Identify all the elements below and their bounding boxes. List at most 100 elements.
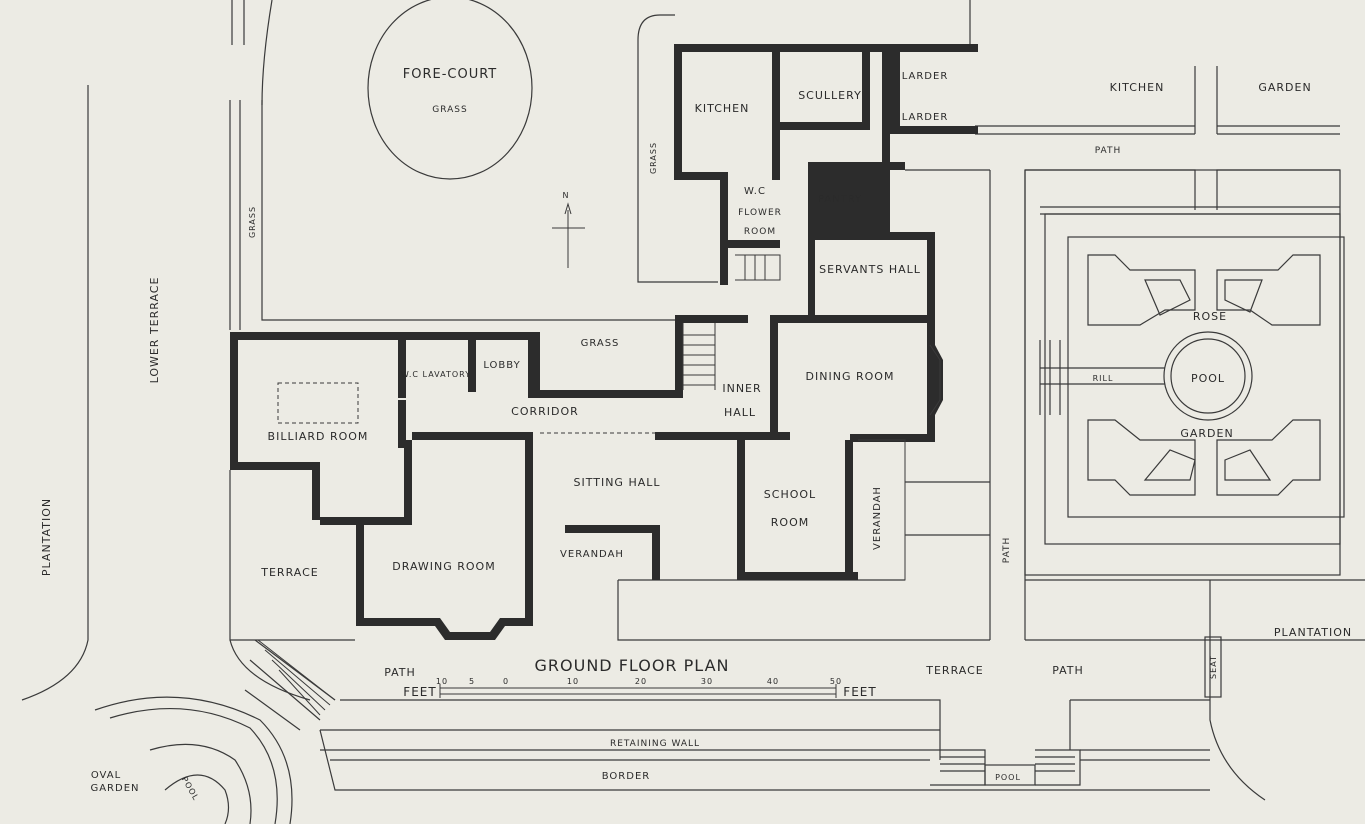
rose-bed-mid-e — [1224, 279, 1263, 313]
south-lawn — [617, 169, 990, 641]
house-walls — [230, 44, 978, 640]
rose-garden-outer — [1024, 169, 1341, 576]
terrace-path-label-1: TERRACE — [925, 664, 983, 677]
terrace-steps — [257, 639, 336, 716]
border-label: BORDER — [602, 771, 650, 782]
path-east-label: PATH — [1002, 537, 1012, 564]
kitchen-stair — [735, 254, 781, 281]
terrace-path-label-2: PATH — [1052, 664, 1084, 677]
school-walls — [737, 440, 858, 580]
dining-window-bay — [929, 344, 941, 416]
path-east — [989, 170, 1365, 641]
oval-garden-label-2: GARDEN — [90, 783, 139, 794]
lower-terrace-label: LOWER TERRACE — [148, 277, 161, 384]
west-walk — [229, 100, 690, 330]
rose-bed-se — [1216, 419, 1321, 496]
school-room-label: ROOM — [771, 516, 809, 529]
scullery-label: SCULLERY — [798, 89, 862, 102]
scale-tick-label: 30 — [701, 677, 713, 686]
sitting-hall-walls — [525, 432, 745, 580]
terrace-walk — [229, 470, 1210, 760]
oval-pool-ring — [164, 774, 230, 824]
rose-label: ROSE — [1193, 310, 1227, 323]
plantation-east-edge — [1209, 580, 1266, 801]
grass-court-label: GRASS — [581, 338, 620, 349]
scale-tick-label: 10 — [567, 677, 579, 686]
scale-bar — [439, 684, 837, 698]
flower-room-label: ROOM — [744, 227, 776, 237]
seat-label: SEAT — [1209, 655, 1218, 679]
house-details — [257, 202, 941, 716]
verandah-east-label: VERANDAH — [872, 486, 883, 550]
room-labels: FORE-COURT GRASS KITCHEN SCULLERY LARDER… — [260, 67, 949, 579]
terrace-label: TERRACE — [260, 566, 318, 579]
oval-garden-inner — [149, 743, 252, 824]
billiard-walls — [230, 378, 412, 525]
billiard-room-label: BILLIARD ROOM — [268, 430, 369, 443]
drawing-walls — [356, 525, 533, 640]
kitchen-inner-walls — [720, 52, 780, 285]
rose-garden-inner — [1044, 213, 1341, 545]
grass-mid-label: GRASS — [649, 142, 658, 174]
rose-bed-ne — [1216, 254, 1321, 326]
fore-court-label: FORE-COURT — [403, 67, 498, 82]
hall-label: HALL — [724, 406, 756, 419]
pantry-walls — [808, 162, 935, 322]
drive-curve — [231, 0, 273, 106]
sitting-hall-label: SITTING HALL — [573, 476, 660, 489]
oval-steps — [244, 639, 336, 731]
title-and-scale: GROUND FLOOR PLAN FEET FEET 10 5 0 10 20 30 40… — [403, 656, 876, 699]
rose-bed-mid-sw — [1143, 449, 1196, 481]
scale-unit-left: FEET — [403, 685, 436, 699]
wc-label: W.C — [744, 186, 766, 197]
garden-walks — [1025, 169, 1340, 215]
oval-pool-label: POOL — [180, 775, 201, 802]
oval-garden-ring — [109, 707, 278, 824]
scale-tick-label: 5 — [469, 677, 475, 686]
oval-garden-outer — [94, 696, 293, 824]
north-arrow — [552, 202, 585, 268]
corridor-south-wall — [412, 432, 790, 440]
retaining-wall — [319, 729, 1210, 791]
rill-label: RILL — [1093, 374, 1114, 383]
grass-west-label: GRASS — [248, 206, 257, 238]
fore-court-oval — [367, 0, 533, 180]
north-label: N — [563, 191, 570, 200]
retaining-wall-label: RETAINING WALL — [610, 739, 700, 749]
kitchen-garden-paths — [975, 66, 1340, 135]
scale-tick-label: 0 — [503, 677, 509, 686]
bottom-pool-label: POOL — [995, 773, 1021, 782]
scale-tick-label: 20 — [635, 677, 647, 686]
kitchen-garden-label-2: GARDEN — [1258, 81, 1311, 94]
dining-room-label: DINING ROOM — [806, 370, 895, 383]
seat — [1204, 636, 1222, 698]
corridor-label: CORRIDOR — [511, 405, 579, 418]
path-north-label: PATH — [1095, 146, 1122, 156]
verandah-south-label: VERANDAH — [560, 549, 624, 560]
plan-title: GROUND FLOOR PLAN — [535, 656, 730, 675]
plantation-west-label: PLANTATION — [40, 498, 53, 576]
billiard-table — [277, 382, 359, 424]
lobby-label: LOBBY — [483, 360, 520, 371]
path-south-label: PATH — [384, 666, 416, 679]
kitchen-garden-label-1: KITCHEN — [1110, 81, 1165, 94]
scale-tick-label: 10 — [436, 677, 448, 686]
verandah-walls — [565, 525, 660, 580]
flower-label: FLOWER — [738, 208, 782, 218]
ground-labels: KITCHEN GARDEN PATH ROSE POOL RILL GARDE… — [40, 81, 1351, 802]
rose-pool-outer — [1163, 331, 1253, 421]
school-label: SCHOOL — [764, 488, 816, 501]
rose-bed-mid-se — [1224, 449, 1272, 481]
lavatory-walls — [398, 335, 476, 398]
main-north-wall — [230, 332, 540, 378]
kitchen-grass — [637, 14, 718, 283]
scale-tick-label: 40 — [767, 677, 779, 686]
kitchen-label: KITCHEN — [695, 102, 750, 115]
verandah-east-outline — [858, 439, 906, 581]
rose-pool-inner — [1170, 338, 1246, 414]
fore-court-sub-label: GRASS — [432, 105, 467, 115]
scale-unit-right: FEET — [843, 685, 876, 699]
larder-1-label: LARDER — [902, 71, 949, 82]
rill — [1039, 340, 1165, 415]
